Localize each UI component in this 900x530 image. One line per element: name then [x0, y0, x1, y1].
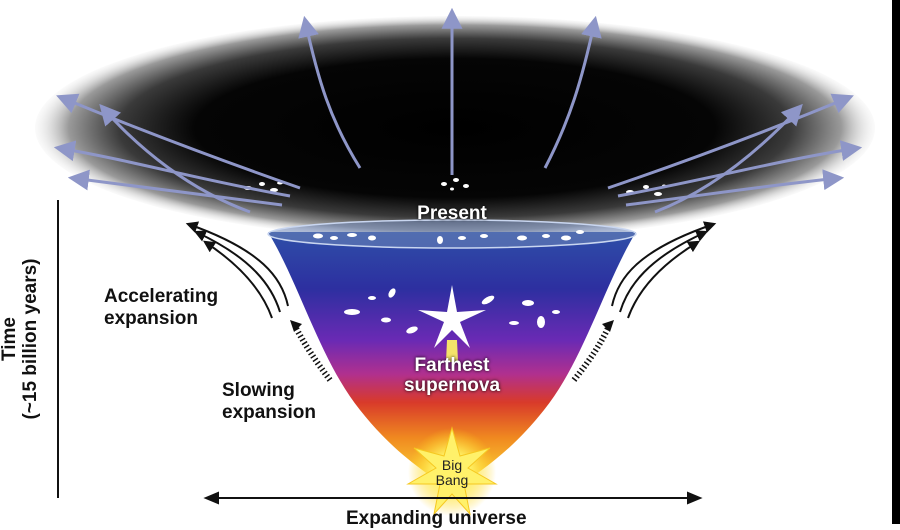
funnel-galaxies	[344, 288, 560, 334]
expanding-universe-axis	[203, 491, 703, 505]
slow-line2: expansion	[222, 402, 316, 423]
time-line2: (~15 billion years)	[20, 258, 41, 420]
time-line1: Time	[0, 317, 20, 362]
supernova-star-icon	[418, 285, 486, 362]
accelerating-expansion-label: Accelerating expansion	[104, 286, 218, 330]
accel-line2: expansion	[104, 308, 198, 329]
big-line1: Big	[441, 457, 463, 473]
accelerating-arrows-right	[611, 221, 717, 319]
big-bang-burst-icon	[406, 426, 498, 516]
present-galaxies	[313, 230, 584, 244]
present-rim	[267, 219, 637, 249]
right-edge-bar	[892, 0, 900, 524]
big-line2: Bang	[435, 472, 469, 488]
present-label: Present	[417, 203, 487, 224]
accel-line1: Accelerating	[104, 286, 219, 307]
farthest-line2: supernova	[403, 375, 501, 396]
expanding-universe-label: Expanding universe	[346, 508, 527, 529]
slowing-arrows-left	[293, 326, 333, 382]
slowing-expansion-label: Slowing expansion	[222, 380, 316, 424]
expansion-arrows	[53, 7, 863, 214]
accelerating-arrows-left	[185, 221, 289, 319]
big-bang-label: Big Bang	[424, 458, 480, 488]
farthest-line1: Farthest	[414, 355, 490, 376]
farthest-supernova-label: Farthest supernova	[382, 356, 522, 396]
universe-disk	[35, 16, 875, 240]
slow-line1: Slowing	[222, 380, 295, 401]
time-axis-label: Time (~15 billion years)	[0, 239, 41, 439]
